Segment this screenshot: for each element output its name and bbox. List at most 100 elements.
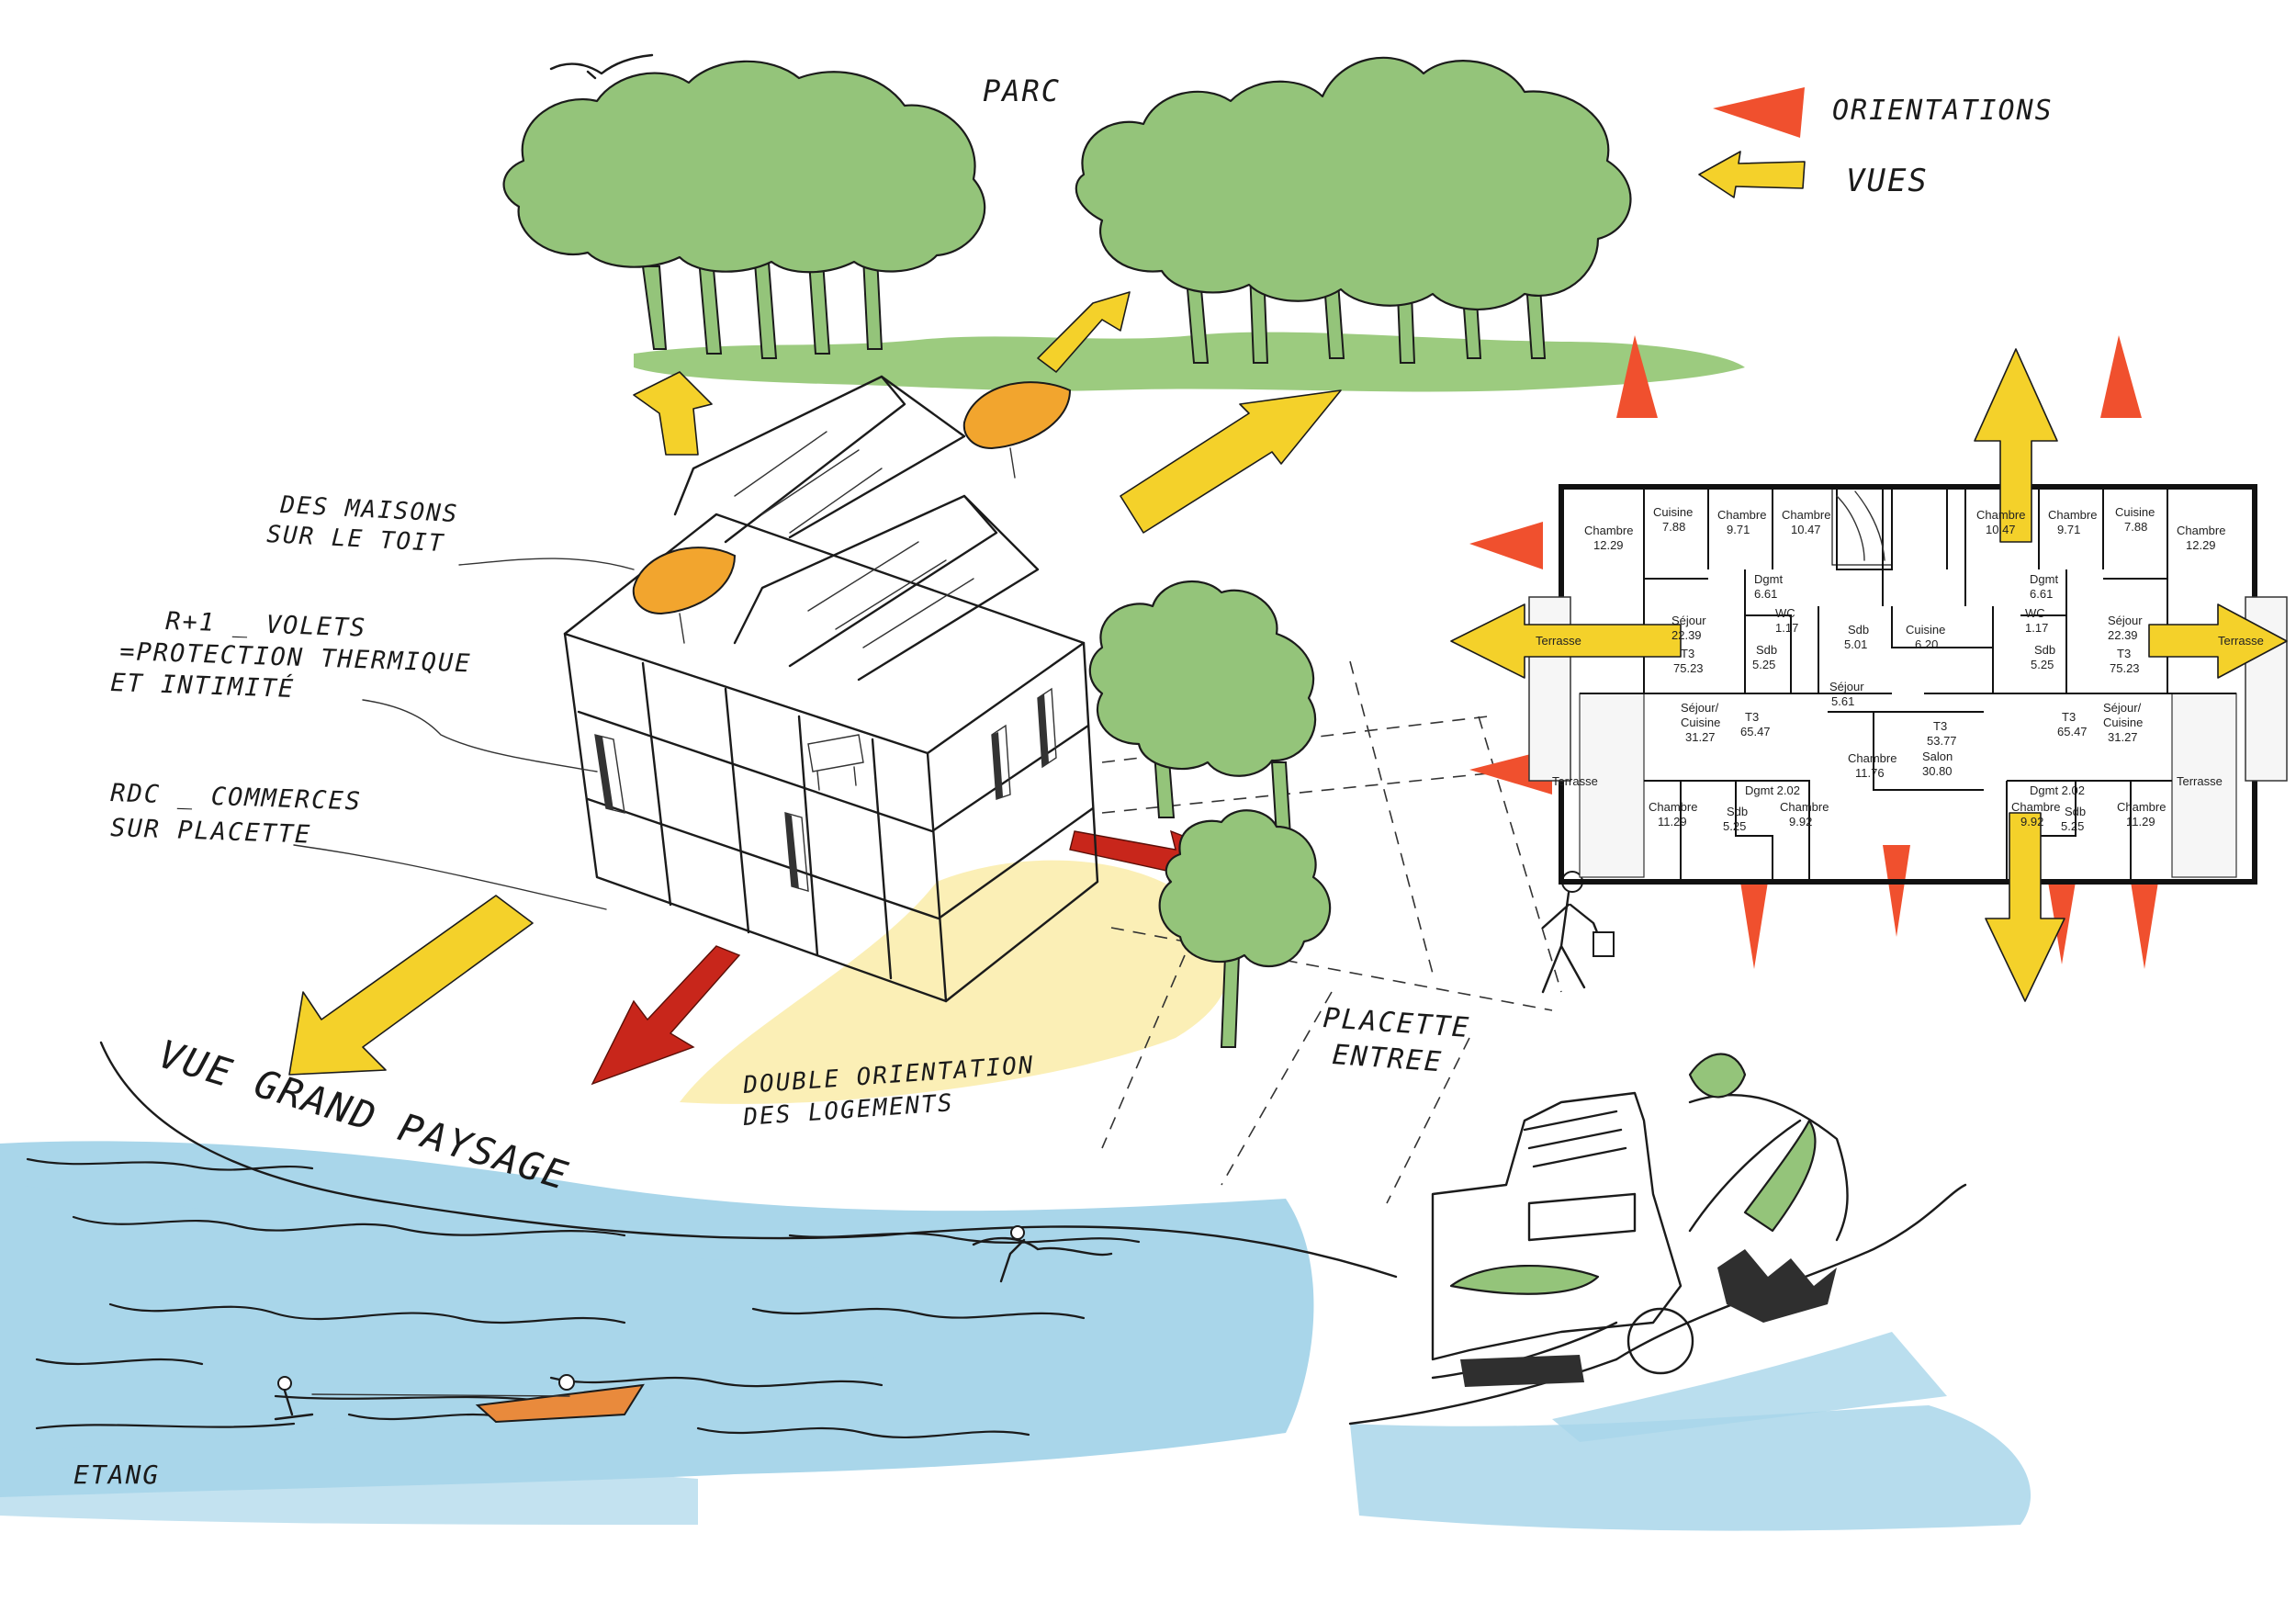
plan-label-terrasse-b: Terrasse: [2218, 634, 2264, 648]
floor-plan: Chambre12.29Cuisine7.88Chambre9.71Chambr…: [1450, 335, 2288, 1002]
plan-label-dgmt-d: Dgmt 2.02: [2030, 783, 2085, 797]
plan-label-sejcuis-b: Séjour/: [2103, 701, 2142, 715]
plan-label-sdb-c-area: 5.01: [1844, 637, 1867, 651]
plan-label-t3-b: T3: [2117, 647, 2131, 660]
label-etang: ETANG: [73, 1460, 160, 1490]
orientation-legend-marker: [1713, 87, 1805, 138]
plan-label-chambre-c: Chambre: [1782, 508, 1830, 522]
plan-label-chambre-h-area: 11.29: [1658, 815, 1687, 828]
plan-label-sdb-b-area: 5.25: [2031, 658, 2054, 671]
plan-label-sejour-b-area: 22.39: [2108, 628, 2138, 642]
pedestrian: [1541, 871, 1615, 994]
double-orientation-glow: [680, 860, 1230, 1104]
orientation-north-left: [1616, 335, 1658, 418]
plan-view-arrow-north: [1974, 348, 2058, 543]
park-tree-right: [1075, 56, 1632, 364]
orientation-south-4: [2131, 882, 2158, 969]
park-grass: [634, 332, 1745, 392]
plan-label-wc-a-area: 1.17: [1775, 621, 1798, 635]
label-placette-1: PLACETTE: [1322, 1002, 1471, 1044]
plan-label-chambre-b: Chambre: [1717, 508, 1766, 522]
legend-orientations: ORIENTATIONS: [1832, 95, 2054, 127]
plan-label-chambre-e: Chambre: [2048, 508, 2097, 522]
placette-trees: [1088, 580, 1332, 1048]
park-tree-left: [502, 60, 986, 359]
plan-label-wc-b: WC: [2025, 606, 2045, 620]
plan-label-t3-d-area: 65.47: [2057, 725, 2088, 738]
view-arrow-park-right: [1120, 389, 1342, 534]
plan-label-sdb-a: Sdb: [1756, 643, 1777, 657]
building-sketch: [563, 375, 1099, 1003]
plan-label-dgmt-a-area: 6.61: [1754, 587, 1777, 601]
plan-label-t3-a-area: 75.23: [1673, 661, 1704, 675]
plan-label-dgmt-b: Dgmt: [2030, 572, 2058, 586]
plan-label-terrasse-c: Terrasse: [1552, 774, 1598, 788]
label-volets-1: R+1 _ VOLETS: [165, 607, 367, 643]
plan-label-cuisine-a-area: 7.88: [1662, 520, 1685, 534]
plan-label-t3-e: T3: [1933, 719, 1947, 733]
plan-label-chambre-d-area: 10.47: [1986, 523, 2016, 536]
plan-label-terrasse-d: Terrasse: [2177, 774, 2223, 788]
plan-label-wc-a: WC: [1775, 606, 1795, 620]
view-arrows: [288, 291, 1342, 1076]
plan-label-sdb-e: Sdb: [2065, 805, 2086, 818]
plan-label-chambre-d: Chambre: [1976, 508, 2025, 522]
plan-label-sejcuis-b-area: 31.27: [2108, 730, 2138, 744]
plan-label-sdb-b: Sdb: [2034, 643, 2055, 657]
windsurfer: [972, 1225, 1113, 1283]
plan-label-t3-c: T3: [1745, 710, 1759, 724]
plan-label-cuisine-c: Cuisine: [1906, 623, 1945, 637]
plan-label-sejcuis-a: Séjour/: [1681, 701, 1719, 715]
plan-label-chambre-h: Chambre: [1649, 800, 1697, 814]
plan-label-chambre-i: Chambre: [1780, 800, 1829, 814]
plan-label-salon: Salon: [1922, 750, 1953, 763]
plan-label-chambre-j-area: 9.92: [2020, 815, 2043, 828]
plan-view-arrow-east: [2148, 603, 2288, 679]
plan-label-sdb-c: Sdb: [1848, 623, 1869, 637]
label-placette-2: ENTREE: [1331, 1039, 1444, 1078]
plan-label-chambre-c-area: 10.47: [1791, 523, 1821, 536]
red-arrow-south: [591, 945, 741, 1086]
view-arrow-north-mid: [1037, 291, 1131, 373]
bird: [549, 53, 654, 80]
legend: ORIENTATIONS VUES: [1698, 87, 2054, 199]
view-arrow-landscape: [288, 895, 534, 1076]
plan-label-sejour-a: Séjour: [1671, 614, 1706, 627]
plan-label-chambre-g: Chambre: [1848, 751, 1896, 765]
plan-label-cuisine-b-area: 7.88: [2124, 520, 2147, 534]
plan-label-t3-e-area: 53.77: [1927, 734, 1957, 748]
plan-label-sejour-c-area: 5.61: [1831, 694, 1854, 708]
plan-label-sejour-b: Séjour: [2108, 614, 2143, 627]
plan-label-salon-area: 30.80: [1922, 764, 1953, 778]
plan-label-chambre-e-area: 9.71: [2057, 523, 2080, 536]
plan-label-chambre-a: Chambre: [1584, 524, 1633, 537]
plan-label-t3-d: T3: [2062, 710, 2076, 724]
plan-label-sdb-a-area: 5.25: [1752, 658, 1775, 671]
shore-line: [99, 1041, 1398, 1279]
plan-label-wc-b-area: 1.17: [2025, 621, 2048, 635]
plan-label-dgmt-b-area: 6.61: [2030, 587, 2053, 601]
plan-label-chambre-b-area: 9.71: [1727, 523, 1750, 536]
plan-label-t3-a: T3: [1681, 647, 1694, 660]
plan-label-sdb-d: Sdb: [1727, 805, 1748, 818]
label-volets-3: ET INTIMITÉ: [110, 668, 296, 704]
plan-label-sdb-e-area: 5.25: [2061, 819, 2084, 833]
vues-legend-marker: [1698, 151, 1806, 198]
legend-vues: VUES: [1846, 163, 1929, 199]
plan-label-chambre-i-area: 9.92: [1789, 815, 1812, 828]
plan-label-t3-c-area: 65.47: [1740, 725, 1771, 738]
plan-label-dgmt-a: Dgmt: [1754, 572, 1783, 586]
plan-label-terrasse-a: Terrasse: [1536, 634, 1581, 648]
plan-label-chambre-g-area: 11.76: [1855, 766, 1885, 780]
plan-label-chambre-j: Chambre: [2011, 800, 2060, 814]
view-arrow-north-left: [633, 371, 713, 456]
plan-label-t3-b-area: 75.23: [2110, 661, 2140, 675]
orientation-south-2: [1883, 845, 1910, 937]
plan-label-chambre-k: Chambre: [2117, 800, 2166, 814]
label-rdc-2: SUR PLACETTE: [110, 814, 312, 850]
plan-label-sejour-c: Séjour: [1829, 680, 1864, 693]
plan-label-chambre-k-area: 11.29: [2126, 815, 2155, 828]
orientation-south-1: [1740, 882, 1768, 969]
plan-label-dgmt-c: Dgmt 2.02: [1745, 783, 1800, 797]
